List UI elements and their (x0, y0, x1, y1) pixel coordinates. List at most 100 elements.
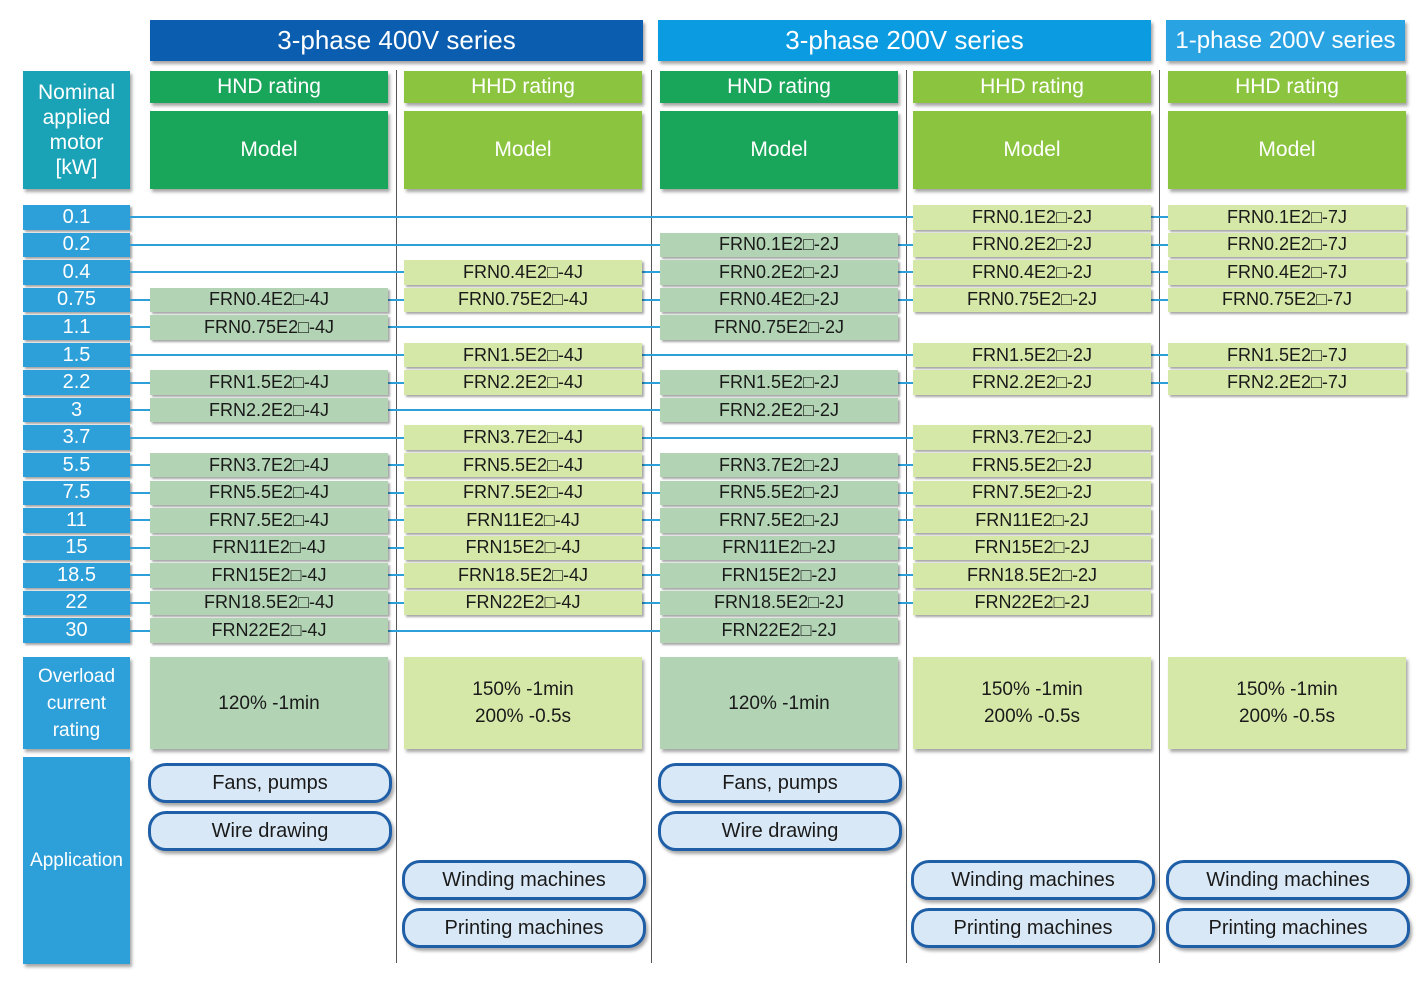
connector-line (1151, 298, 1168, 301)
overload-rating-value: 150% -1min (1236, 679, 1338, 700)
model-cell: FRN18.5E2□-2J (660, 590, 898, 616)
model-cell: FRN15E2□-4J (150, 563, 388, 588)
kw-value: 0.2 (23, 232, 130, 258)
application-pill: Printing machines (402, 908, 646, 948)
model-cell: FRN1.5E2□-4J (404, 342, 642, 368)
connector-line (130, 519, 150, 522)
model-cell: FRN15E2□-4J (404, 535, 642, 561)
header-line: Nominal (37, 81, 116, 104)
kw-value: 3 (23, 397, 130, 423)
connector-line (1151, 216, 1168, 219)
model-cell: FRN0.75E2□-7J (1168, 287, 1406, 313)
connector-line (388, 381, 404, 384)
connector-line (1151, 271, 1168, 274)
connector-line (388, 601, 404, 604)
connector-line (130, 546, 150, 549)
connector-line (130, 243, 660, 246)
connector-line (898, 381, 913, 384)
connector-line (130, 629, 150, 632)
connector-line (130, 271, 404, 274)
overload-label-line: current (46, 692, 107, 714)
header-line: applied (42, 106, 111, 129)
model-cell: FRN18.5E2□-4J (404, 563, 642, 588)
connector-line (130, 491, 150, 494)
connector-line (898, 298, 913, 301)
model-cell: FRN1.5E2□-2J (913, 342, 1151, 368)
connector-line (130, 436, 404, 439)
overload-label-line: rating (52, 719, 101, 741)
connector-line (642, 298, 660, 301)
connector-line (642, 519, 660, 522)
connector-line (1151, 354, 1168, 356)
model-cell: FRN18.5E2□-4J (150, 590, 388, 616)
model-cell: FRN3.7E2□-4J (404, 425, 642, 450)
model-cell: FRN11E2□-4J (404, 508, 642, 533)
model-cell: FRN1.5E2□-4J (150, 370, 388, 395)
model-cell: FRN2.2E2□-2J (660, 397, 898, 423)
model-cell: FRN0.4E2□-2J (913, 260, 1151, 285)
connector-line (1151, 243, 1168, 246)
model-cell: FRN2.2E2□-4J (404, 370, 642, 395)
connector-line (388, 519, 404, 522)
kw-value: 7.5 (23, 480, 130, 505)
model-header: Model (150, 111, 388, 189)
application-pill: Wire drawing (658, 811, 902, 851)
model-header: Model (1168, 111, 1406, 189)
model-cell: FRN7.5E2□-2J (660, 508, 898, 533)
model-cell: FRN5.5E2□-4J (150, 480, 388, 505)
model-cell: FRN22E2□-2J (913, 590, 1151, 616)
model-cell: FRN0.75E2□-4J (404, 287, 642, 313)
kw-value: 1.1 (23, 315, 130, 340)
model-cell: FRN7.5E2□-4J (150, 508, 388, 533)
series-header: 1-phase 200V series (1166, 20, 1405, 61)
connector-line (130, 601, 150, 604)
model-cell: FRN18.5E2□-2J (913, 563, 1151, 588)
connector-line (388, 464, 404, 467)
model-cell: FRN0.75E2□-2J (913, 287, 1151, 313)
rating-header: HHD rating (1168, 71, 1406, 103)
connector-line (642, 546, 660, 549)
overload-rating-value: 200% -0.5s (1238, 706, 1336, 727)
connector-line (130, 326, 150, 329)
model-cell: FRN15E2□-2J (660, 563, 898, 588)
model-cell: FRN22E2□-4J (150, 618, 388, 643)
model-cell: FRN5.5E2□-2J (660, 480, 898, 505)
connector-line (642, 491, 660, 494)
connector-line (388, 574, 404, 577)
connector-line (898, 574, 913, 577)
overload-rating-value: 200% -0.5s (474, 706, 572, 727)
model-cell: FRN1.5E2□-7J (1168, 342, 1406, 368)
model-cell: FRN7.5E2□-2J (913, 480, 1151, 505)
model-cell: FRN0.75E2□-2J (660, 315, 898, 340)
column-divider (906, 70, 907, 963)
model-cell: FRN3.7E2□-2J (913, 425, 1151, 450)
connector-line (642, 601, 660, 604)
model-cell: FRN15E2□-2J (913, 535, 1151, 561)
connector-line (898, 243, 913, 246)
application-pill: Printing machines (1166, 908, 1410, 948)
model-cell: FRN11E2□-2J (913, 508, 1151, 533)
connector-line (388, 491, 404, 494)
connector-line (1151, 381, 1168, 384)
rating-header: HND rating (660, 71, 898, 103)
kw-value: 11 (23, 508, 130, 533)
kw-value: 0.4 (23, 260, 130, 285)
kw-value: 5.5 (23, 452, 130, 478)
model-cell: FRN2.2E2□-7J (1168, 370, 1406, 395)
connector-line (898, 519, 913, 522)
connector-line (130, 381, 150, 384)
kw-value: 2.2 (23, 370, 130, 395)
model-cell: FRN11E2□-4J (150, 535, 388, 561)
model-cell: FRN0.1E2□-2J (660, 232, 898, 258)
kw-value: 3.7 (23, 425, 130, 450)
rating-header: HHD rating (913, 71, 1151, 103)
kw-value: 0.1 (23, 205, 130, 230)
kw-value: 18.5 (23, 563, 130, 588)
overload-rating-cell: 120% -1min (660, 657, 898, 749)
model-cell: FRN0.4E2□-2J (660, 287, 898, 313)
column-divider (651, 70, 652, 963)
application-pill: Winding machines (1166, 860, 1410, 900)
